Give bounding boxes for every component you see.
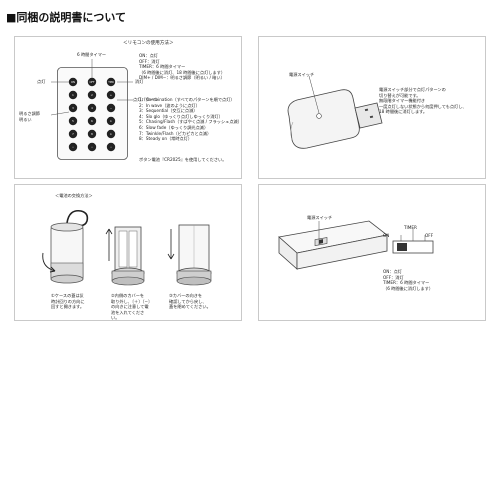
step-2-text: ②内側のカバーを 取り外し、〔＋〕〔−〕 の向きに注意して電 池を入れてくださ … xyxy=(111,293,152,321)
step-3-text: ③カバーの向きを 確認してから戻し、 蓋を閉めてください。 xyxy=(169,293,211,310)
switch-timer-label: TIMER xyxy=(404,225,417,230)
note-line: ON：点灯 xyxy=(383,269,402,274)
cover-illustration xyxy=(167,224,212,286)
power-switch-panel: 電源スイッチ 電源スイッチ部分で点灯パターンの 切り替えが可能です。 無段階タイ… xyxy=(258,36,486,179)
callout-brightness: 明るさ調節 明るい xyxy=(19,111,40,122)
note-line: OFF：消灯 xyxy=(383,274,404,280)
svg-text:☀: ☀ xyxy=(110,133,113,136)
remote-heading: ＜リモコンの使用方法＞ xyxy=(123,41,174,46)
svg-text:•: • xyxy=(110,146,112,149)
power-switch-label: 電源スイッチ xyxy=(289,72,315,77)
step-line: 時計回りの方向に xyxy=(51,298,85,304)
step-line: 蓋を閉めてください。 xyxy=(169,304,211,310)
battery-heading: ＜電池の交換方法＞ xyxy=(55,193,93,198)
note-line: 一度点灯しない状態から何度押しても点灯し、 xyxy=(379,103,467,109)
remote-key-list: ON：点灯 OFF：消灯 TIMER：6 時間タイマー （6 時間後に消灯、18… xyxy=(139,53,225,81)
svg-text:5: 5 xyxy=(72,119,74,123)
switch-notes: ON：点灯 OFF：消灯 TIMER：6 時間タイマー （6 時間後に消灯します… xyxy=(383,269,433,291)
page-title: ■同梱の説明書について xyxy=(6,11,127,24)
mode-list: 1：Combination（すべてのパターンを順で点灯） 2：In wave（波… xyxy=(139,97,242,142)
battery-note: ボタン電池『CR2025』を使用してください。 xyxy=(139,157,227,162)
step-line: 回すと開きます。 xyxy=(51,304,85,310)
remote-key-line: DIM+ / DIM−：明るさ調節（明るい / 暗い） xyxy=(139,75,225,81)
battery-box-illustration xyxy=(278,220,388,270)
svg-text:2: 2 xyxy=(91,93,93,97)
slide-switch-detail xyxy=(392,229,434,254)
mode-item: 2：In wave（波のように点灯） xyxy=(139,102,200,108)
step-line: ②内側のカバーを xyxy=(111,293,145,298)
svg-text:8: 8 xyxy=(91,132,93,136)
step-line: 取り外し、〔＋〕〔−〕 xyxy=(111,298,153,304)
mode-item: 8：Steady on（常時点灯） xyxy=(139,136,193,142)
note-line: 無段階タイマー機能付き xyxy=(379,98,426,104)
step-line: ①ケースの蓋は反 xyxy=(51,293,84,298)
remote-key-line: OFF：消灯 xyxy=(139,58,160,64)
svg-text:☀: ☀ xyxy=(110,120,113,123)
note-line: 切り替えが可能です。 xyxy=(379,92,421,98)
remote-instructions-panel: ＜リモコンの使用方法＞ ON OFF TMR 1 2 + 3 4 − 5 6 ☀ 7 8 ☀ • • •… xyxy=(14,36,242,179)
battery-replacement-panel: ＜電池の交換方法＞ ①ケースの蓋は反 時計回りの方向に 回すと開きます。 xyxy=(14,184,242,321)
usb-battery-unit-illustration xyxy=(287,75,383,149)
lantern-illustration xyxy=(42,209,89,284)
step-line: の向きに注意して電 xyxy=(111,304,149,310)
mode-item: 3：Sequential（交互に点滅） xyxy=(139,108,198,114)
note-line: （6 時間後に消灯します） xyxy=(383,285,434,291)
note-line: 18 時間後に消灯します。 xyxy=(379,109,428,115)
step-line: 池を入れてくださ xyxy=(111,309,145,315)
battery-box-panel: 電源スイッチ TIMER ON OFF ON：点灯 OFF：消灯 TIMER：6… xyxy=(258,184,486,321)
callout-timer: 6 時間タイマー xyxy=(77,52,107,57)
svg-text:ON: ON xyxy=(71,80,75,84)
remote-control-illustration: ON OFF TMR 1 2 + 3 4 − 5 6 ☀ 7 8 ☀ • • • xyxy=(50,59,133,160)
callout-on: 点灯 xyxy=(37,79,46,84)
svg-text:3: 3 xyxy=(72,106,74,110)
battery-holder-illustration xyxy=(105,226,145,286)
note-line: TIMER：6 時間タイマー xyxy=(383,280,430,286)
mode-item: 6：Slow fade（ゆっくり調光点滅） xyxy=(139,124,209,130)
remote-key-line: ON：点灯 xyxy=(139,53,158,58)
remote-key-line: TIMER：6 時間タイマー xyxy=(139,64,186,70)
step-line: い。 xyxy=(111,315,120,321)
mode-item: 4：Slo glo（ゆっくり点灯しゆっくり消灯） xyxy=(139,113,223,119)
svg-text:1: 1 xyxy=(72,93,74,97)
note-line: 電源スイッチ部分で点灯パターンの xyxy=(379,87,446,92)
svg-text:TMR: TMR xyxy=(108,80,114,84)
svg-text:•: • xyxy=(72,146,74,149)
svg-text:OFF: OFF xyxy=(89,80,95,84)
mode-item: 5：Chasing/Flash（すばやく点滅 / フラッシュ点滅） xyxy=(139,119,242,125)
switch-off-label: OFF xyxy=(425,233,434,238)
callout-mode: 点灯パターン xyxy=(133,97,158,102)
power-switch-notes: 電源スイッチ部分で点灯パターンの 切り替えが可能です。 無段階タイマー機能付き … xyxy=(379,87,467,115)
switch-on-label: ON xyxy=(383,233,390,238)
svg-text:6: 6 xyxy=(91,119,93,123)
svg-text:−: − xyxy=(110,107,112,110)
step-line: ③カバーの向きを xyxy=(169,293,203,298)
step-line: 確認してから戻し、 xyxy=(169,298,207,304)
box-switch-label: 電源スイッチ xyxy=(307,215,333,220)
remote-key-line: （6 時間後に消灯、18 時間後に点灯します） xyxy=(139,69,226,75)
svg-text:4: 4 xyxy=(91,106,93,110)
svg-text:+: + xyxy=(110,93,112,97)
callout-off: 消灯 xyxy=(135,79,144,84)
svg-text:7: 7 xyxy=(72,132,74,136)
svg-text:•: • xyxy=(91,146,93,149)
mode-item: 1：Combination（すべてのパターンを順で点灯） xyxy=(139,97,235,102)
mode-item: 7：Twinkle/Flash（ピカピカと点滅） xyxy=(139,130,212,136)
step-1-text: ①ケースの蓋は反 時計回りの方向に 回すと開きます。 xyxy=(51,293,85,310)
